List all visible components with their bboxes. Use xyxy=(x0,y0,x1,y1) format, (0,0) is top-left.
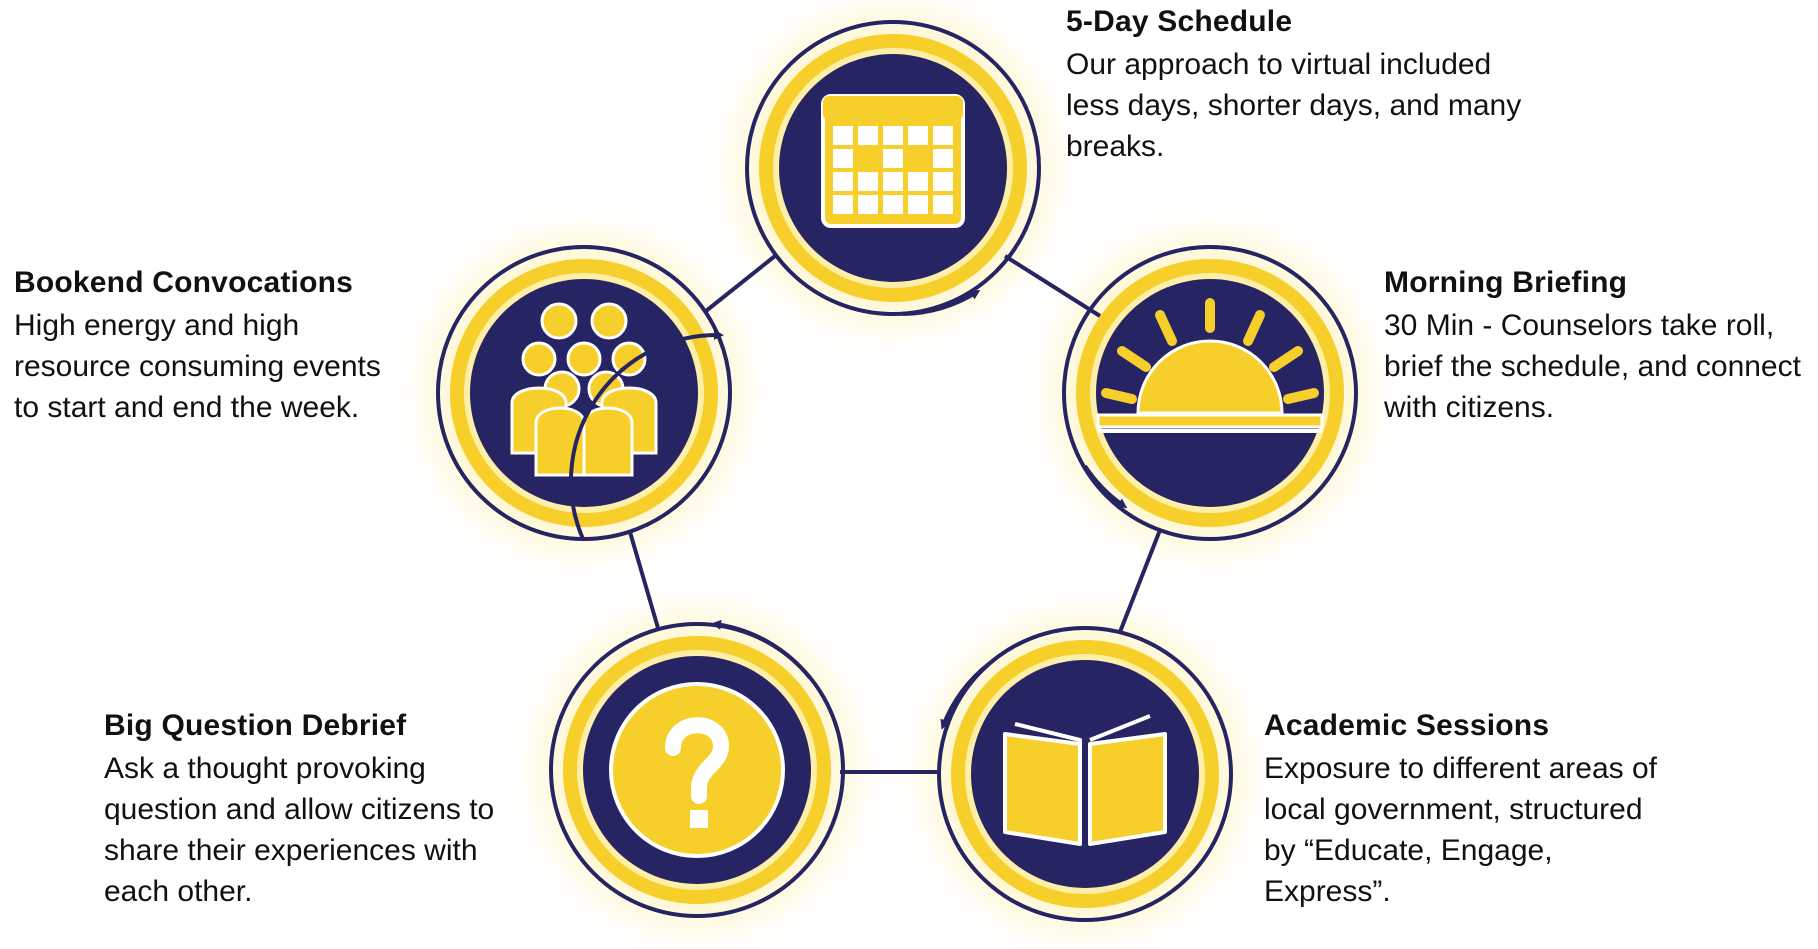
node-debrief xyxy=(549,622,845,918)
connector-lines xyxy=(628,254,1162,774)
step-title: Academic Sessions xyxy=(1264,709,1550,742)
node-outer-ring xyxy=(937,626,1233,922)
arrow-debrief xyxy=(711,619,812,680)
node-academic xyxy=(937,626,1233,922)
step-description: Exposure to different areas of local gov… xyxy=(1264,752,1658,908)
step-description: Our approach to virtual included less da… xyxy=(1066,48,1522,163)
cycle-arrows xyxy=(568,289,1128,730)
step-title: Big Question Debrief xyxy=(104,709,407,742)
arrow-academic xyxy=(940,661,992,730)
step-convocations-text: Bookend Convocations High energy and hig… xyxy=(14,265,434,428)
arrow-briefing xyxy=(1083,464,1128,509)
open-book-icon xyxy=(1003,714,1167,846)
arrow-schedule xyxy=(902,289,981,316)
step-debrief-text: Big Question Debrief Ask a thought provo… xyxy=(104,708,544,912)
connector-schedule-briefing xyxy=(1003,254,1102,318)
step-academic-text: Academic Sessions Exposure to different … xyxy=(1264,708,1704,912)
calendar-icon xyxy=(821,94,965,228)
step-briefing-text: Morning Briefing 30 Min - Counselors tak… xyxy=(1384,265,1804,428)
step-description: High energy and high resource consuming … xyxy=(14,309,381,424)
sunrise-icon xyxy=(1096,298,1324,433)
group-of-people-icon xyxy=(510,302,658,477)
node-outer-ring xyxy=(745,20,1041,316)
node-outer-ring xyxy=(436,245,732,541)
connector-briefing-academic xyxy=(1118,529,1162,633)
connector-debrief-convocations xyxy=(628,531,660,629)
step-schedule-text: 5-Day Schedule Our approach to virtual i… xyxy=(1066,4,1626,167)
arrow-convocations xyxy=(568,329,724,540)
node-briefing xyxy=(1062,245,1358,541)
question-mark-icon xyxy=(609,682,785,858)
step-description: Ask a thought provoking question and all… xyxy=(104,752,495,908)
connector-convocations-schedule xyxy=(704,254,777,313)
node-outer-ring xyxy=(1062,245,1358,541)
node-convocations xyxy=(436,245,732,541)
node-schedule xyxy=(745,20,1041,316)
node-outer-ring xyxy=(549,622,845,918)
step-title: Bookend Convocations xyxy=(14,266,354,299)
step-title: Morning Briefing xyxy=(1384,266,1628,299)
step-title: 5-Day Schedule xyxy=(1066,5,1293,38)
step-description: 30 Min - Counselors take roll, brief the… xyxy=(1384,309,1801,424)
